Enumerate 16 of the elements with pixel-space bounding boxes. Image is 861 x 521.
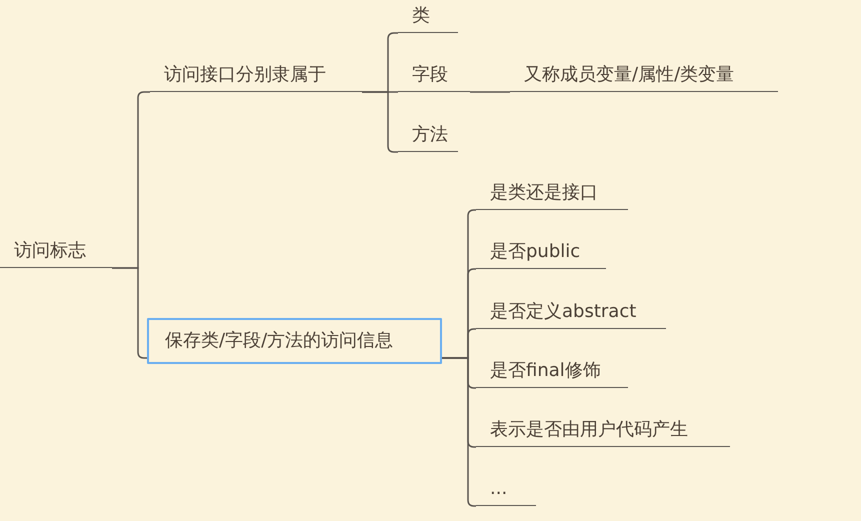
topic: 访问接口分别隶属于: [150, 60, 362, 92]
topic: 是否final修饰: [476, 356, 628, 388]
topic: 类: [398, 1, 458, 33]
topic: 表示是否由用户代码产生: [476, 415, 730, 447]
connector-line: [112, 267, 147, 359]
connector-line: [470, 91, 510, 93]
topic: 是否定义abstract: [476, 297, 666, 329]
connector-line: [362, 91, 398, 153]
highlighted-topic: 保存类/字段/方法的访问信息: [147, 318, 442, 364]
topic: 又称成员变量/属性/类变量: [510, 60, 778, 92]
topic: 是否public: [476, 237, 606, 269]
topic: ...: [476, 474, 536, 506]
topic: 字段: [398, 60, 470, 92]
topic: 方法: [398, 120, 458, 152]
topic: 访问标志: [0, 236, 112, 268]
topic: 是类还是接口: [476, 178, 628, 210]
